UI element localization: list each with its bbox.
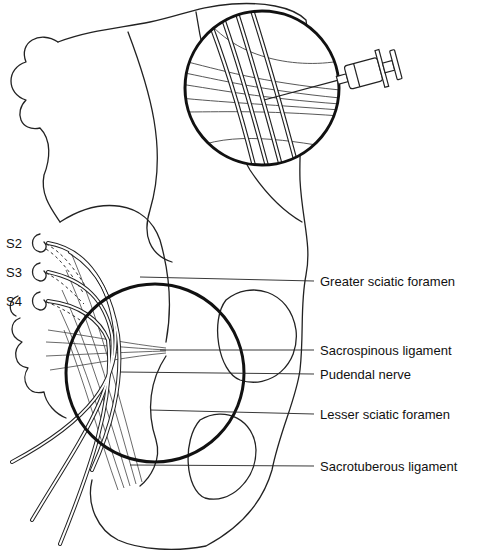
spinal-level-label: S2 xyxy=(6,236,22,251)
syringe-barrel xyxy=(344,57,383,89)
ligament-fibre xyxy=(180,98,340,110)
structure-label: Sacrospinous ligament xyxy=(320,343,452,358)
obturator-foramen xyxy=(188,414,256,499)
plunger-thumb xyxy=(390,50,403,80)
magnified-circle xyxy=(185,11,339,165)
structure-label: Pudendal nerve xyxy=(320,367,411,382)
iliac-line xyxy=(128,32,172,262)
ligament-fibre xyxy=(180,112,340,116)
sacrum-edge xyxy=(12,318,66,418)
acetabulum-rim xyxy=(218,290,297,382)
nerve-core xyxy=(32,272,113,520)
sacrum-outline xyxy=(11,37,60,222)
leader-line xyxy=(160,350,314,351)
nerve-core xyxy=(252,10,298,170)
structure-label: Sacrotuberous ligament xyxy=(320,459,457,474)
spinal-level-label: S4 xyxy=(6,294,22,309)
leader-line xyxy=(150,410,314,414)
spinal-level-label: S3 xyxy=(6,265,22,280)
syringe xyxy=(259,46,403,119)
sacral-foramen xyxy=(33,263,47,281)
sacral-foramen xyxy=(33,234,47,252)
nerve-strand xyxy=(32,272,113,520)
structure-label: Lesser sciatic foramen xyxy=(320,407,450,422)
nerve-strand xyxy=(48,301,109,544)
sacrospinous-fibre xyxy=(46,342,166,350)
nerve-core xyxy=(48,301,109,544)
lesser-sciatic-notch xyxy=(140,356,166,486)
leader-line xyxy=(130,465,314,466)
leader-line xyxy=(120,372,314,374)
barrel-mark xyxy=(354,64,360,87)
sacral-foramen xyxy=(33,292,47,310)
needle xyxy=(264,80,337,100)
leader-line xyxy=(140,277,314,281)
structure-label: Greater sciatic foramen xyxy=(320,274,455,289)
